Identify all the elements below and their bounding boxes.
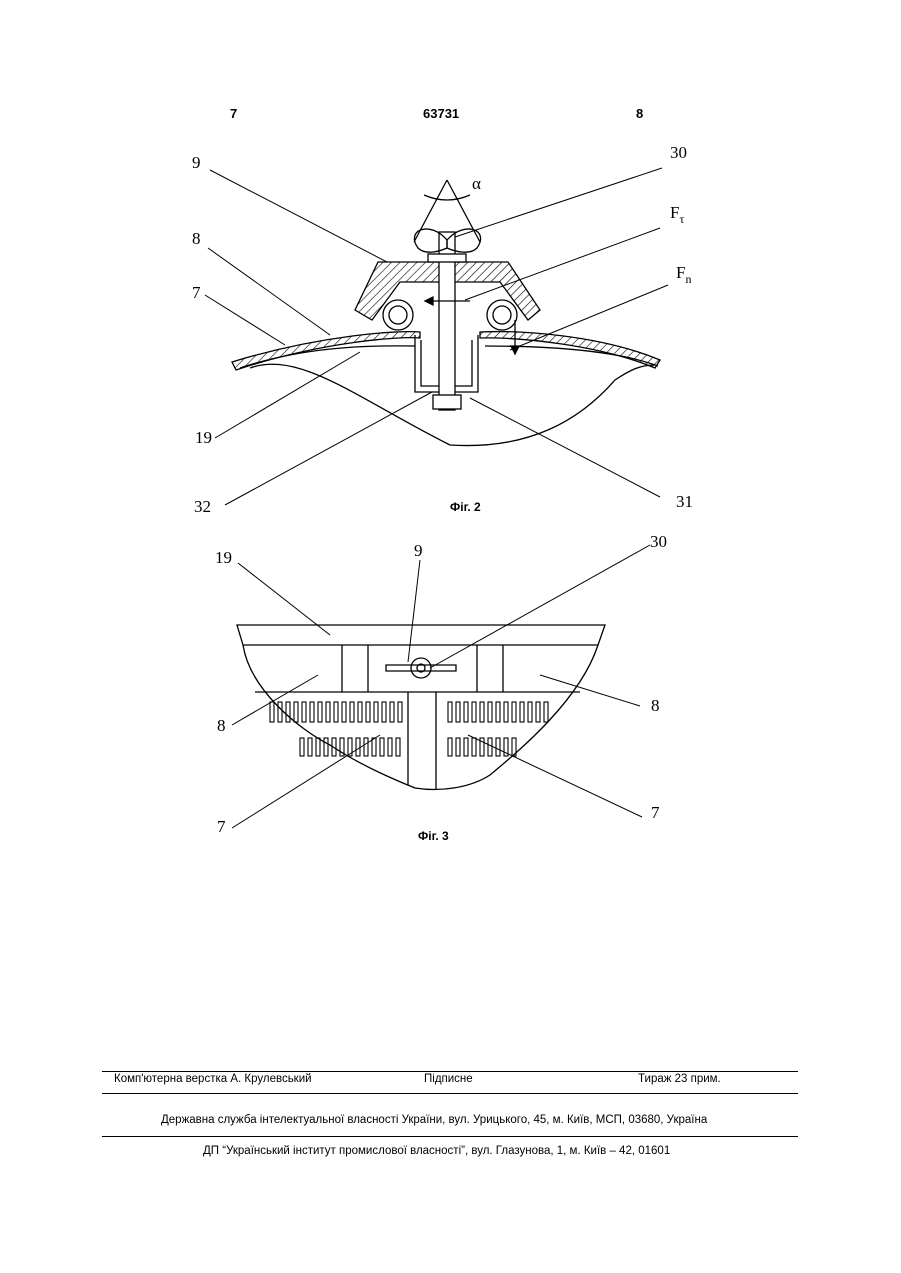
perforation-slot [448,738,452,756]
perforation-slot [278,702,282,722]
page-number-right: 8 [636,106,643,121]
fig2-label-9: 9 [192,153,201,172]
perforation-slot [382,702,386,722]
perforation-slot [464,738,468,756]
footer-circulation: Тираж 23 прим. [638,1073,721,1085]
fig3-label-8-left: 8 [217,716,226,735]
perforation-slot [302,702,306,722]
fig2-label-f-n: Fn [676,263,691,286]
perforation-slot [356,738,360,756]
perforation-slot [326,702,330,722]
fig2-label-32: 32 [194,497,211,516]
perforation-slot [324,738,328,756]
patent-number: 63731 [423,106,459,121]
footer-rule-bottom [102,1136,798,1137]
perforation-slot [488,738,492,756]
footer-signed: Підписне [424,1073,473,1085]
fig2-label-alpha: α [472,174,481,193]
figure-2-body [205,168,668,505]
perforation-slot [480,702,484,722]
perforation-slot [308,738,312,756]
perforation-slot [270,702,274,722]
fig2-caption: Фіг. 2 [450,500,481,514]
page-number-left: 7 [230,106,237,121]
perforation-slot [456,702,460,722]
fig3-label-7-left: 7 [217,817,226,836]
perforation-slot [358,702,362,722]
perforation-slot [350,702,354,722]
perforation-slot [342,702,346,722]
footer-layout-credit: Комп'ютерна верстка А. Крулевський [114,1073,312,1085]
fig3-label-7-right: 7 [651,803,660,822]
perforation-slot [364,738,368,756]
perforation-slot [380,738,384,756]
perforation-slot [448,702,452,722]
perforation-slot [374,702,378,722]
perforation-slot [398,702,402,722]
fig2-label-30: 30 [670,143,687,162]
perforation-slot [334,702,338,722]
perforation-slot [496,702,500,722]
figure-3-slots [270,702,548,756]
perforation-slot [286,702,290,722]
figure-3-drawing: 19 9 30 8 8 7 7 Фіг. 3 [0,525,901,855]
perforation-slot [372,738,376,756]
perforation-slot [294,702,298,722]
fig2-label-f-tau: Fτ [670,203,684,226]
perforation-slot [316,738,320,756]
perforation-slot [396,738,400,756]
perforation-slot [504,702,508,722]
fig2-label-7: 7 [192,283,201,302]
perforation-slot [300,738,304,756]
perforation-slot [472,738,476,756]
figure-2-drawing: 9 8 7 19 32 30 31 α Fτ Fn Фіг. 2 [0,130,901,525]
perforation-slot [512,702,516,722]
fig3-label-30: 30 [650,532,667,551]
perforation-slot [390,702,394,722]
footer-rule-middle [102,1093,798,1094]
perforation-slot [544,702,548,722]
perforation-slot [310,702,314,722]
fig3-label-9: 9 [414,541,423,560]
footer-agency: Державна служба інтелектуальної власност… [161,1114,707,1126]
footer-institute: ДП “Український інститут промислової вла… [203,1145,670,1157]
perforation-slot [488,702,492,722]
fig2-label-31: 31 [676,492,693,511]
perforation-slot [536,702,540,722]
fig3-caption: Фіг. 3 [418,829,449,843]
perforation-slot [464,702,468,722]
perforation-slot [528,702,532,722]
footer-rule-top [102,1071,798,1072]
fig3-label-8-right: 8 [651,696,660,715]
perforation-slot [520,702,524,722]
perforation-slot [318,702,322,722]
fig3-label-19: 19 [215,548,232,567]
perforation-slot [366,702,370,722]
perforation-slot [456,738,460,756]
perforation-slot [496,738,500,756]
figure-3-body [232,545,650,828]
fig2-label-8: 8 [192,229,201,248]
perforation-slot [472,702,476,722]
fig2-label-19: 19 [195,428,212,447]
perforation-slot [388,738,392,756]
